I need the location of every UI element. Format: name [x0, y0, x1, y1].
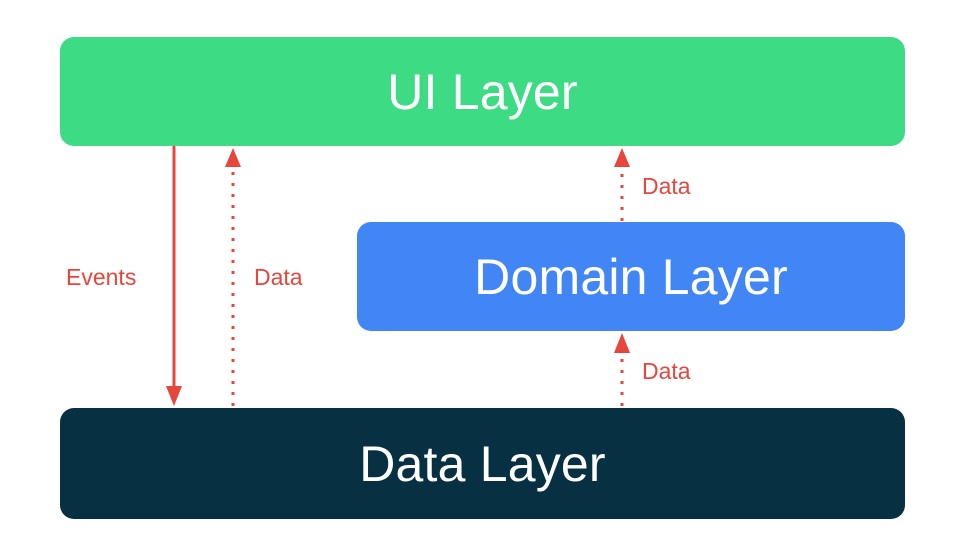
domain-to-ui-label: Data	[642, 173, 691, 199]
data-layer-box: Data Layer	[60, 408, 905, 519]
data-to-ui-label: Data	[254, 264, 303, 290]
events-label: Events	[66, 264, 137, 290]
data-to-domain-label: Data	[642, 358, 691, 384]
events-arrow-head	[166, 386, 182, 406]
data-to-ui-arrow-head	[225, 148, 241, 167]
data-to-domain-arrow-head	[614, 333, 630, 353]
domain-layer-box: Domain Layer	[357, 222, 905, 331]
domain-layer-label: Domain Layer	[474, 248, 788, 305]
ui-layer-label: UI Layer	[387, 63, 578, 120]
domain-to-ui-arrow-head	[614, 148, 630, 167]
ui-layer-box: UI Layer	[60, 37, 905, 146]
data-layer-label: Data Layer	[359, 435, 606, 492]
